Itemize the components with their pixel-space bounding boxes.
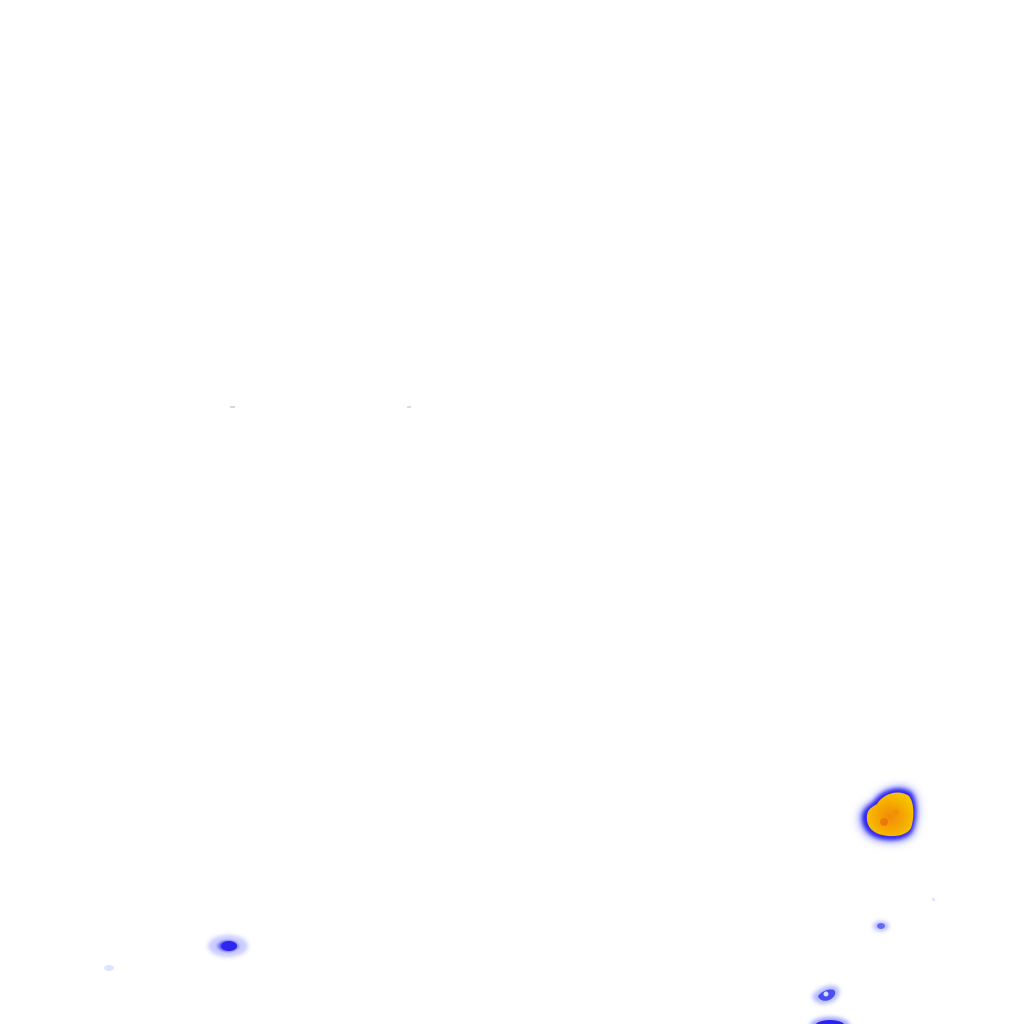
precip-cell-bottom-edge: [810, 1017, 850, 1024]
precip-cell-large: [857, 785, 920, 844]
precip-cell-small-right: [873, 921, 889, 931]
precip-cell-small-left: [208, 935, 248, 957]
precip-trace-right: [932, 898, 935, 901]
precip-cell-bottom-cluster: [812, 985, 840, 1004]
map-speck: [407, 406, 411, 408]
map-speck: [230, 406, 235, 408]
precip-trace-left: [104, 965, 114, 971]
